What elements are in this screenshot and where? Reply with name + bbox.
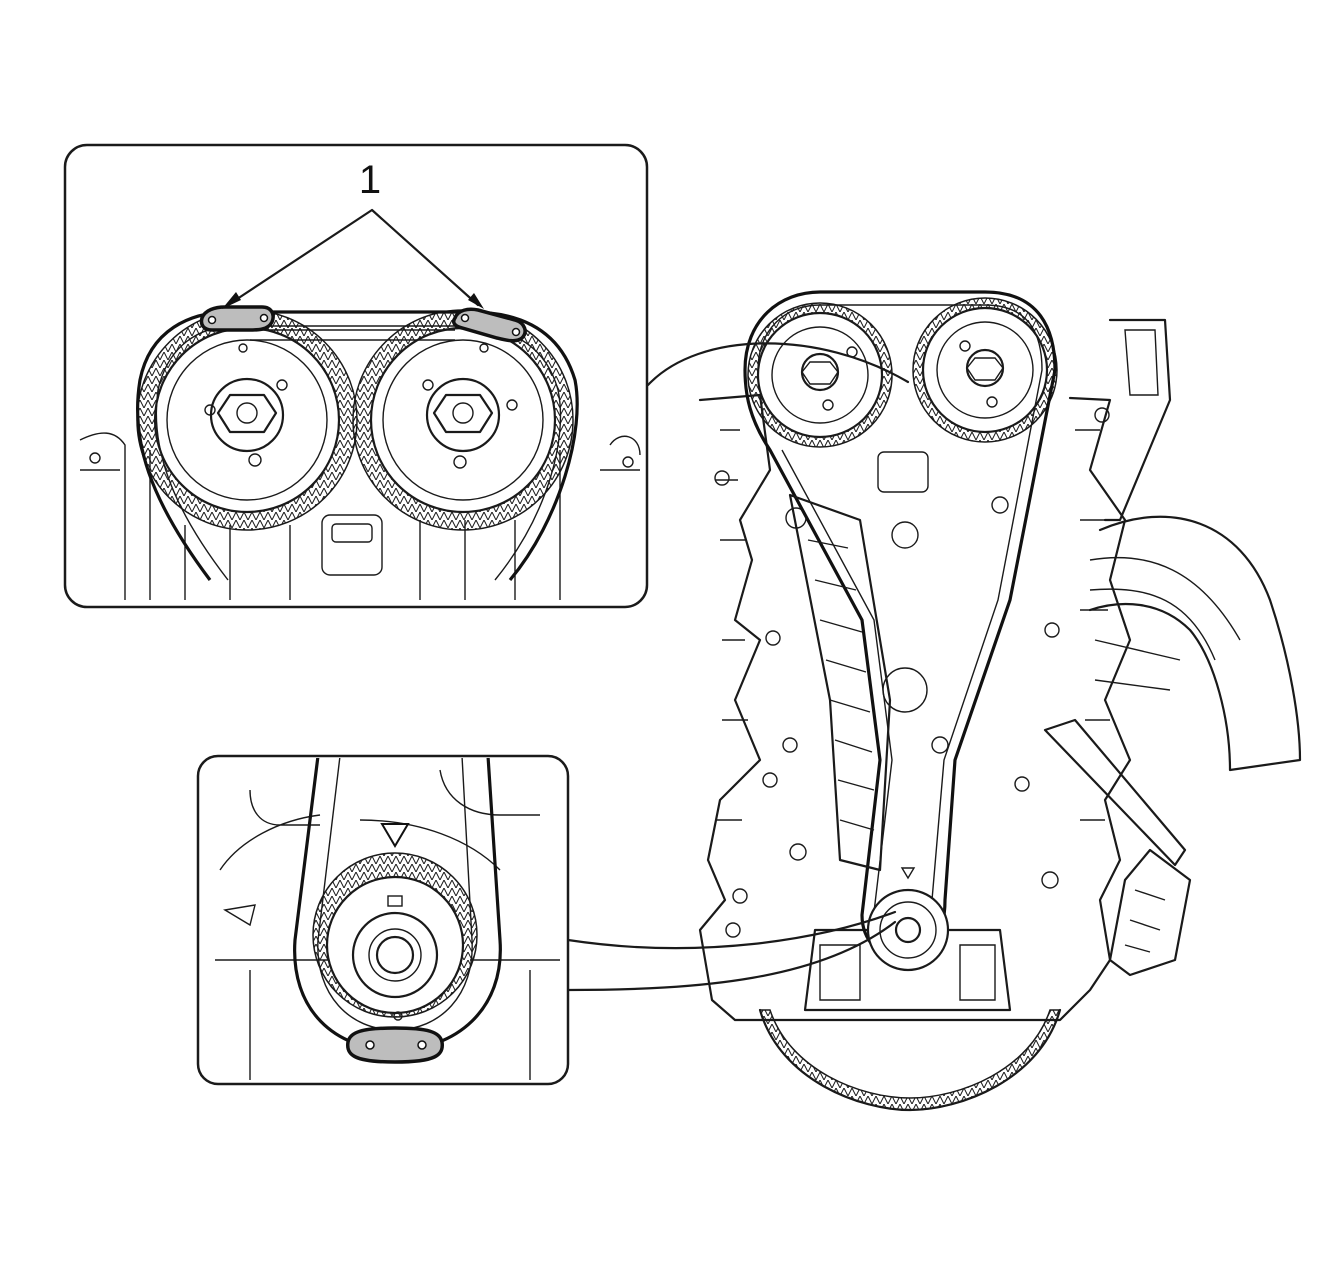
- cam-pulley-exhaust-main: [912, 297, 1058, 443]
- crankshaft-detail-inset: [196, 754, 570, 1086]
- cam-pulley-intake-main: [747, 302, 893, 448]
- cam-pulley-exhaust-detail: [352, 309, 574, 531]
- engine-main-view: [698, 290, 1302, 1112]
- leader-lines: [566, 342, 910, 992]
- belt-guide-rail: [788, 493, 892, 872]
- crank-sprocket-detail: [312, 852, 478, 1021]
- crank-timing-triangle-icon: [380, 823, 410, 848]
- block-bolt-holes: [714, 407, 1110, 938]
- callout-label-1: 1: [359, 158, 381, 202]
- cam-alignment-mark-left: [199, 305, 275, 332]
- crank-mark-icon: [900, 867, 916, 880]
- camshaft-detail-inset: 1: [63, 143, 649, 609]
- crank-alignment-mark: [345, 1026, 445, 1064]
- cam-pulley-intake-detail: [136, 309, 358, 531]
- cam-alignment-mark-right: [451, 307, 527, 343]
- callout-arrows: [222, 208, 484, 309]
- crank-pulley-main: [866, 867, 950, 972]
